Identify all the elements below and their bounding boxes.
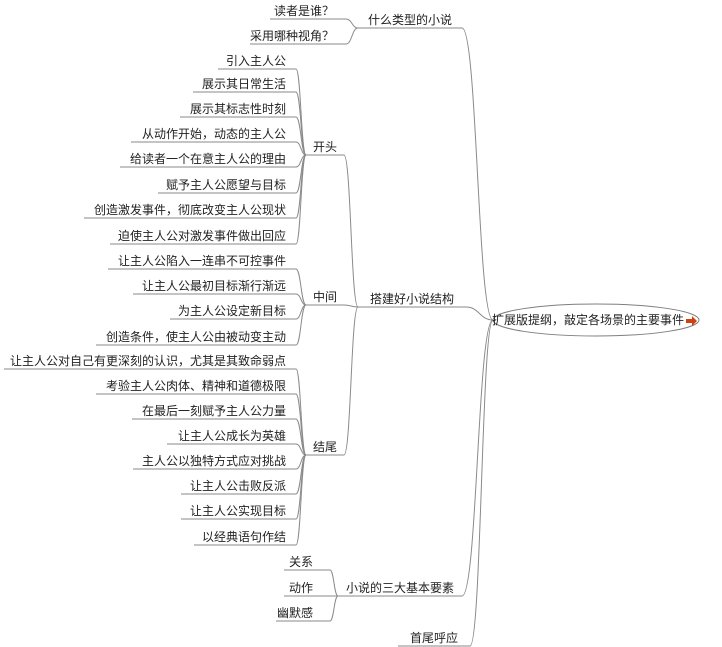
leaf-link-start bbox=[295, 154, 307, 245]
leaf-node-end: 在最后一刻赋予主人公力量 bbox=[142, 404, 286, 418]
leaf-link-type bbox=[345, 18, 359, 29]
branch-link-structure bbox=[465, 306, 494, 321]
branch-elements: 小说的三大基本要素 bbox=[346, 580, 454, 595]
leaf-node-end: 以经典语句作结 bbox=[202, 530, 286, 544]
leaf-node-type: 读者是谁？ bbox=[274, 4, 334, 18]
leaf-node-middle: 为主人公设定新目标 bbox=[178, 303, 286, 318]
arrow-right-icon bbox=[686, 316, 697, 326]
branch-link-echo bbox=[469, 319, 494, 647]
leaf-link-middle bbox=[295, 304, 307, 346]
leaf-node-middle: 创造条件，使主人公由被动变主动 bbox=[106, 329, 286, 344]
branch-link-elements bbox=[461, 319, 494, 597]
leaf-node-elements: 幽默感 bbox=[277, 605, 313, 620]
leaf-node-start: 从动作开始，动态的主人公 bbox=[142, 126, 286, 141]
sub-branch-start: 开头 bbox=[313, 140, 337, 154]
leaf-node-end: 考验主人公肉体、精神和道德极限 bbox=[106, 378, 286, 393]
leaf-link-start bbox=[295, 116, 307, 156]
leaf-link-middle bbox=[295, 293, 307, 306]
leaf-link-end bbox=[295, 454, 307, 546]
leaf-link-start bbox=[295, 141, 307, 156]
leaf-link-middle bbox=[295, 268, 307, 306]
leaf-link-start bbox=[295, 91, 307, 156]
branch-structure: 搭建好小说结构 bbox=[370, 291, 454, 306]
leaf-link-end bbox=[295, 443, 307, 456]
leaf-node-end: 让主人公成长为英雄 bbox=[178, 428, 286, 443]
leaf-node-elements: 动作 bbox=[289, 581, 313, 595]
leaf-node-start: 创造激发事件，彻底改变主人公现状 bbox=[94, 202, 286, 217]
leaf-node-end: 让主人公击败反派 bbox=[190, 478, 286, 493]
leaf-node-start: 赋予主人公愿望与目标 bbox=[166, 178, 286, 192]
leaf-link-end bbox=[295, 418, 307, 456]
sub-link-start bbox=[343, 154, 359, 308]
leaf-node-middle: 让主人公陷入一连串不可控事件 bbox=[118, 253, 286, 268]
leaf-node-start: 给读者一个在意主人公的理由 bbox=[130, 151, 286, 166]
leaf-link-start bbox=[295, 154, 307, 219]
leaf-node-end: 主人公以独特方式应对挑战 bbox=[142, 453, 286, 468]
leaf-link-end bbox=[295, 393, 307, 456]
leaf-link-end bbox=[295, 368, 307, 456]
leaf-node-elements: 关系 bbox=[289, 555, 313, 569]
sub-branch-middle: 中间 bbox=[313, 289, 337, 304]
leaf-node-middle: 让主人公最初目标渐行渐远 bbox=[142, 279, 286, 293]
leaf-link-elements bbox=[329, 595, 339, 622]
branch-link-type bbox=[461, 27, 494, 321]
sub-link-middle bbox=[343, 304, 359, 308]
leaf-link-elements bbox=[329, 569, 339, 597]
branch-type: 什么类型的小说 bbox=[368, 12, 452, 27]
leaf-link-type bbox=[345, 27, 359, 45]
sub-link-end bbox=[343, 306, 359, 456]
leaf-node-start: 迫使主人公对激发事件做出回应 bbox=[118, 228, 286, 243]
leaf-link-end bbox=[295, 454, 307, 520]
leaf-node-start: 展示其标志性时刻 bbox=[190, 102, 286, 116]
branch-echo: 首尾呼应 bbox=[410, 630, 458, 645]
leaf-node-start: 展示其日常生活 bbox=[202, 77, 286, 91]
leaf-node-type: 采用哪种视角？ bbox=[250, 28, 334, 43]
leaf-node-end: 让主人公实现目标 bbox=[190, 503, 286, 518]
leaf-node-end: 让主人公对自己有更深刻的认识，尤其是其致命弱点 bbox=[10, 353, 286, 368]
root-label: 扩展版提纲，敲定各场景的主要事件 bbox=[492, 312, 684, 327]
leaf-node-start: 引入主人公 bbox=[226, 54, 286, 68]
sub-branch-end: 结尾 bbox=[313, 440, 337, 454]
